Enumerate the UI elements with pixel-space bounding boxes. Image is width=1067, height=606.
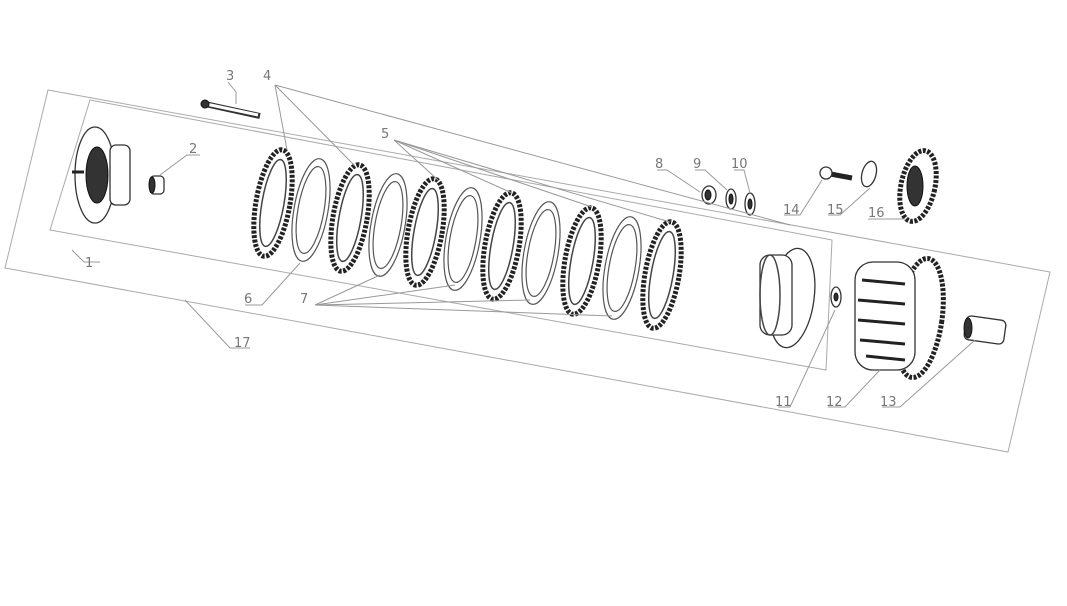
friction-plate <box>640 219 684 331</box>
callout-17: 17 <box>234 336 251 351</box>
callout-13: 13 <box>880 395 897 410</box>
part-11-thrust-washer <box>830 286 842 308</box>
callout-12: 12 <box>826 395 843 410</box>
steel-plate <box>521 201 561 305</box>
steel-plate <box>291 158 331 262</box>
callout-15: 15 <box>827 203 844 218</box>
callout-16: 16 <box>868 206 885 221</box>
callout-5: 5 <box>381 127 389 142</box>
clutch-hub <box>759 247 816 349</box>
friction-plate <box>480 190 524 302</box>
friction-plate <box>328 162 372 274</box>
steel-plate <box>443 187 483 291</box>
part-12-clutch-basket <box>854 256 946 380</box>
callout-11: 11 <box>775 395 792 410</box>
callout-6: 6 <box>244 292 252 307</box>
callout-1: 1 <box>85 256 93 271</box>
callout-labels: 1 2 3 4 5 6 7 8 9 10 11 12 13 14 15 16 1… <box>85 69 897 410</box>
outer-assembly-frame <box>4 89 1051 453</box>
part-14-bolt <box>819 166 853 181</box>
callout-2: 2 <box>189 142 197 157</box>
callout-7: 7 <box>300 292 308 307</box>
part-2-bearing <box>148 175 165 195</box>
part-3-push-rod <box>200 99 261 119</box>
steel-plate <box>602 216 642 320</box>
part-9-washer <box>725 188 737 210</box>
part-10-washer <box>744 192 756 216</box>
callout-9: 9 <box>693 157 701 172</box>
callout-8: 8 <box>655 157 663 172</box>
part-8-nut <box>701 185 717 205</box>
steel-plate <box>368 173 408 277</box>
friction-plate <box>560 205 604 317</box>
friction-plate <box>251 147 295 259</box>
friction-plate <box>403 176 447 288</box>
callout-10: 10 <box>731 157 748 172</box>
part-15-washer <box>860 160 878 188</box>
callout-4: 4 <box>263 69 271 84</box>
clutch-plate-stack <box>251 147 684 331</box>
part-13-sleeve <box>963 315 1007 345</box>
leader-lines <box>71 81 976 408</box>
inner-assembly-frame <box>49 99 833 371</box>
callout-14: 14 <box>783 203 800 218</box>
part-1-pressure-plate <box>72 126 131 224</box>
callout-3: 3 <box>226 69 234 84</box>
part-16-gear <box>897 148 939 224</box>
